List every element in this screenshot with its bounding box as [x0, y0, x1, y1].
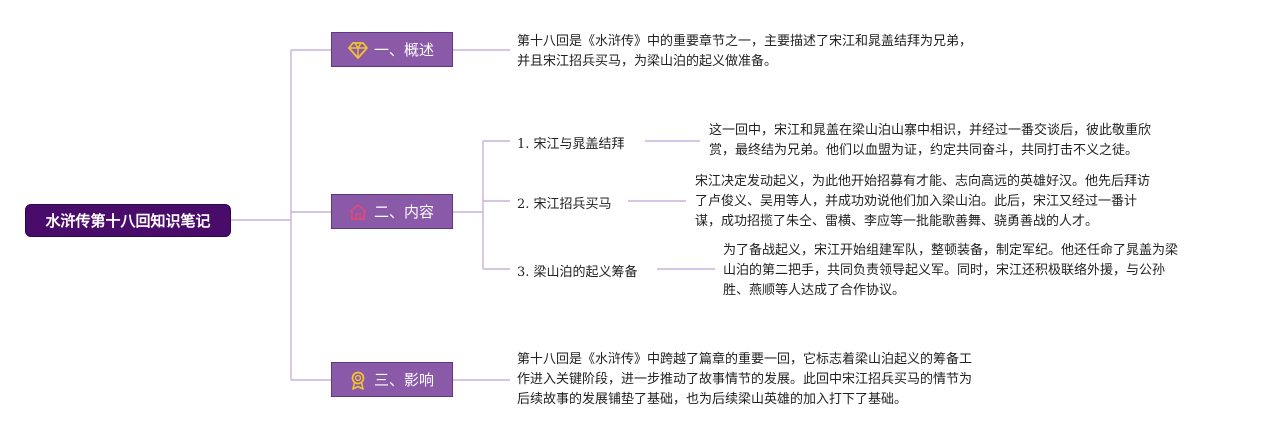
- sub-topic-3[interactable]: 3. 梁山泊的起义筹备: [517, 265, 638, 280]
- root-topic[interactable]: 水浒传第十八回知识笔记: [25, 204, 231, 237]
- award-ribbon-icon: [348, 370, 368, 390]
- sub-topic-2-text: 宋江决定发动起义，为此他开始招募有才能、志向高远的英雄好汉。他先后拜访 了卢俊义…: [695, 174, 1151, 229]
- section-influence-label: 三、影响: [374, 371, 435, 389]
- home-icon: [348, 202, 368, 222]
- section-overview[interactable]: 一、概述: [331, 32, 453, 67]
- section-content-label: 二、内容: [374, 203, 435, 221]
- influence-text: 第十八回是《水浒传》中跨越了篇章的重要一回，它标志着梁山泊起义的筹备工 作进入关…: [517, 352, 973, 407]
- diamond-icon: [348, 40, 368, 60]
- sub-topic-1[interactable]: 1. 宋江与晁盖结拜: [517, 137, 625, 152]
- section-influence[interactable]: 三、影响: [331, 362, 453, 397]
- root-title: 水浒传第十八回知识笔记: [45, 212, 211, 230]
- sub-topic-2[interactable]: 2. 宋江招兵买马: [517, 197, 612, 212]
- section-overview-label: 一、概述: [374, 41, 435, 59]
- connector-section-2-trunk: [453, 141, 484, 269]
- overview-text: 第十八回是《水浒传》中的重要章节之一，主要描述了宋江和晁盖结拜为兄弟， 并且宋江…: [517, 34, 973, 69]
- connector-root-trunk: [231, 50, 292, 380]
- sub-topic-3-text: 为了备战起义，宋江开始组建军队，整顿装备，制定军纪。他还任命了晁盖为梁 山泊的第…: [723, 243, 1179, 298]
- section-content[interactable]: 二、内容: [331, 194, 453, 229]
- sub-topic-1-text: 这一回中，宋江和晁盖在梁山泊山寨中相识，并经过一番交谈后，彼此敬重欣 赏，最终结…: [709, 123, 1152, 158]
